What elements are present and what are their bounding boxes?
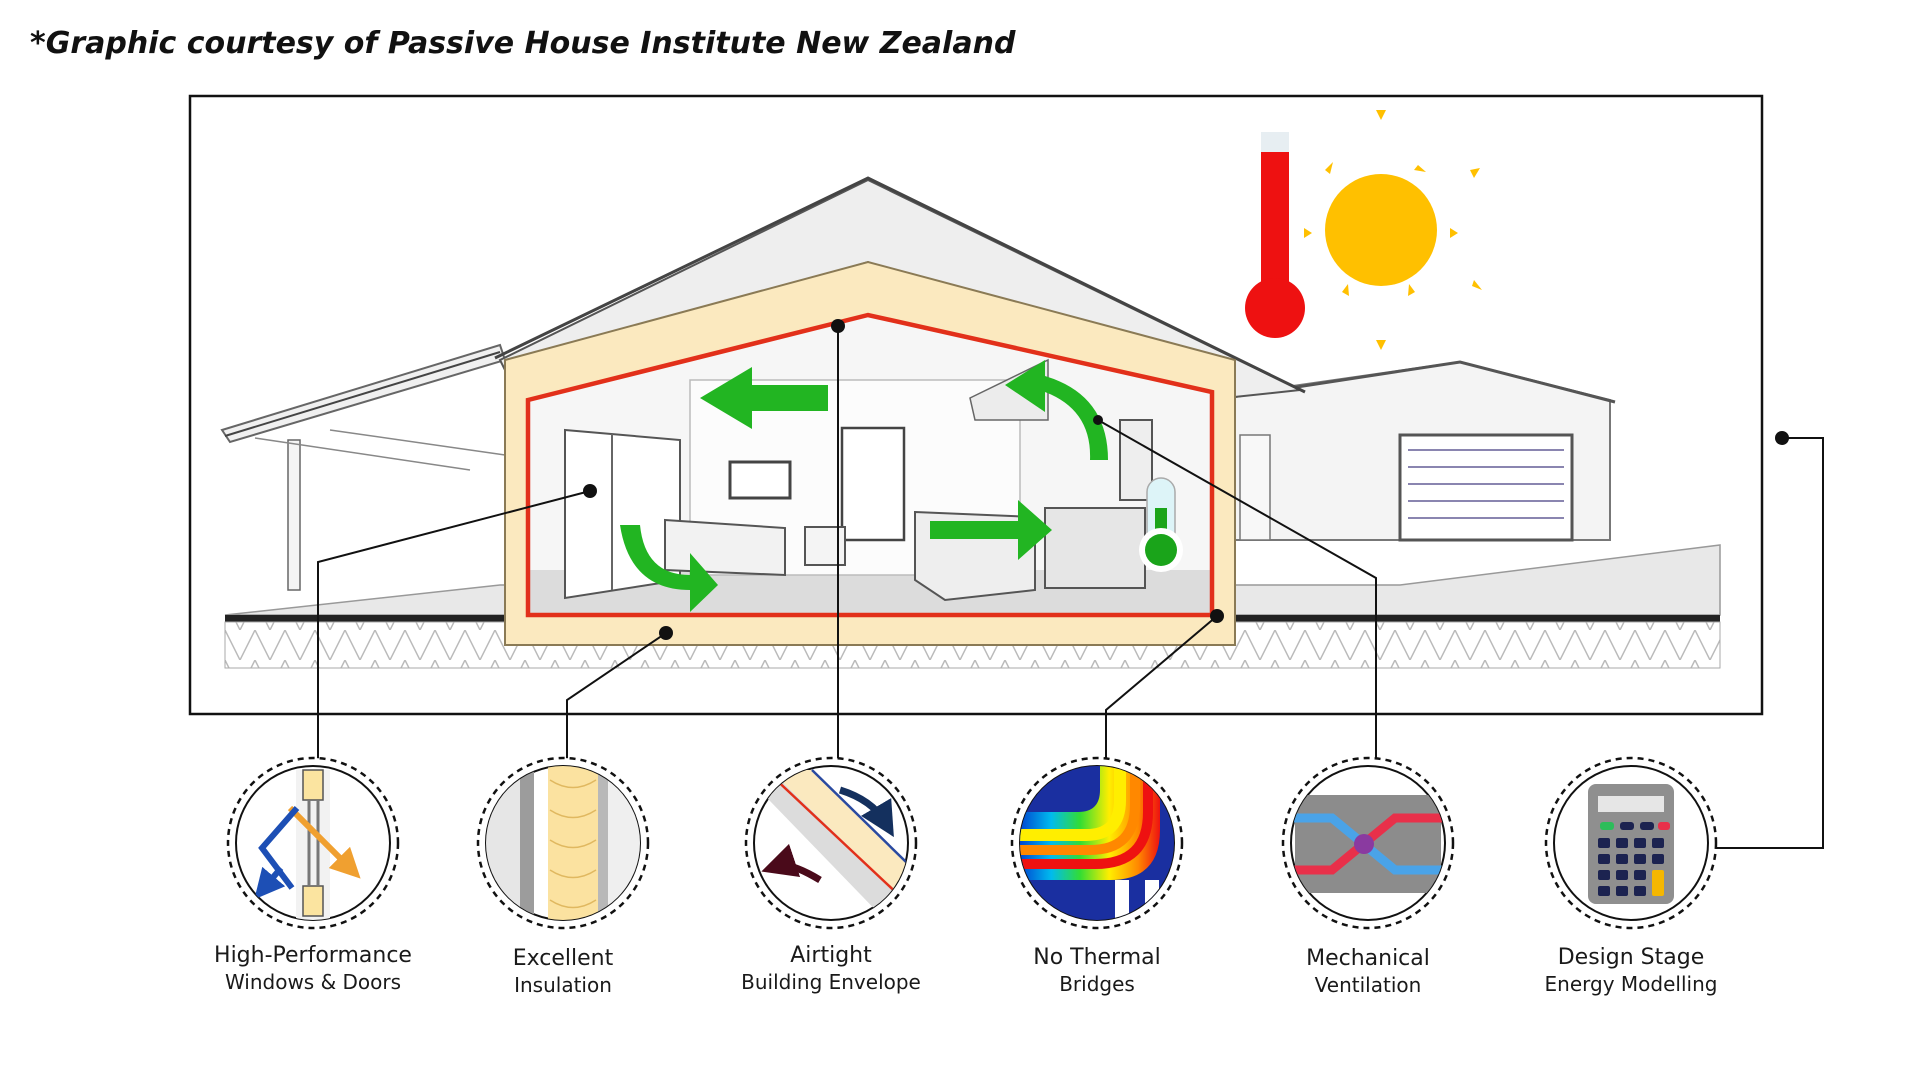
feature-label-subtitle: Bridges [1059, 972, 1135, 996]
feature-label-subtitle: Energy Modelling [1544, 972, 1718, 996]
feature-label-subtitle: Building Envelope [741, 970, 921, 994]
sun-icon [1304, 110, 1482, 350]
credit-caption: *Graphic courtesy of Passive House Insti… [30, 26, 1016, 61]
feature-label-airtight: Airtight Building Envelope [701, 942, 961, 996]
veranda [220, 343, 507, 591]
feature-label-title: No Thermal [1033, 945, 1161, 970]
feature-label-energy-modelling: Design Stage Energy Modelling [1501, 944, 1761, 998]
ventilation-icon [1281, 756, 1455, 930]
window-door-icon [226, 756, 400, 930]
leader-dots [583, 319, 1789, 640]
outdoor-thermometer-icon [1245, 132, 1305, 338]
feature-label-ventilation: Mechanical Ventilation [1238, 945, 1498, 999]
indoor-thermometer-icon [1139, 477, 1183, 572]
feature-label-title: High-Performance [214, 943, 412, 968]
insulation-icon [476, 756, 650, 930]
feature-label-insulation: Excellent Insulation [433, 945, 693, 999]
feature-label-subtitle: Ventilation [1314, 973, 1422, 997]
feature-label-thermal-bridges: No Thermal Bridges [967, 944, 1227, 998]
feature-label-subtitle: Insulation [514, 973, 612, 997]
feature-label-title: Airtight [790, 943, 872, 968]
airflow-arrows [620, 360, 1108, 612]
garage [1224, 360, 1616, 542]
feature-label-subtitle: Windows & Doors [224, 970, 402, 994]
airtight-line [525, 312, 1215, 618]
airtight-envelope-icon [744, 756, 918, 930]
feature-label-windows: High-Performance Windows & Doors [183, 942, 443, 996]
calculator-icon [1544, 756, 1718, 930]
feature-label-title: Excellent [512, 946, 614, 971]
feature-label-title: Design Stage [1557, 945, 1705, 970]
thermal-bridge-icon [1010, 756, 1184, 930]
feature-label-title: Mechanical [1306, 946, 1430, 971]
illustration-frame [188, 94, 1764, 716]
leader-lines [317, 326, 1824, 849]
